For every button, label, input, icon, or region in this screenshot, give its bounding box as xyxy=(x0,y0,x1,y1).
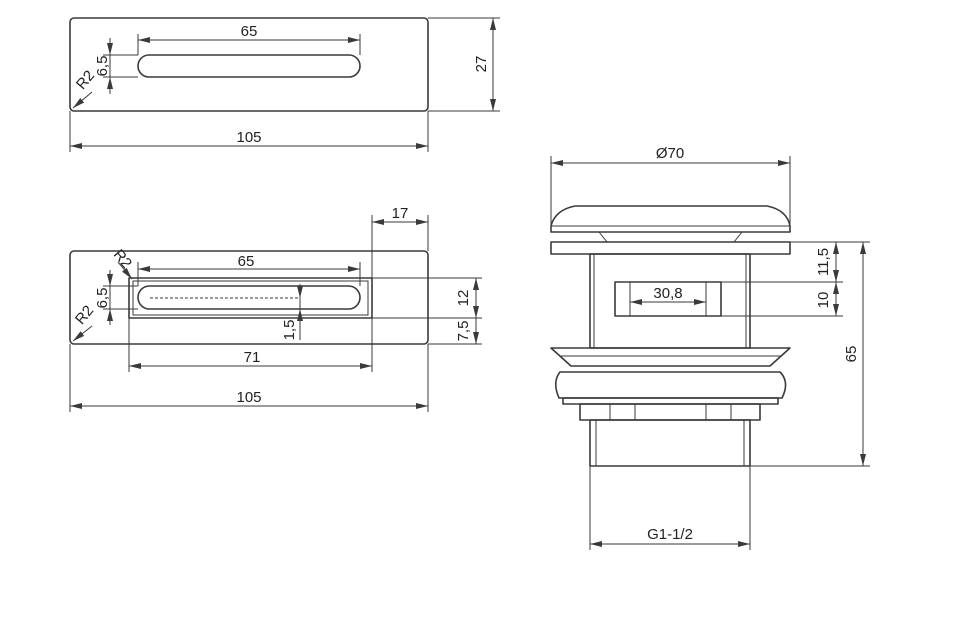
drain-cone-washer xyxy=(550,347,791,367)
top-length-label: 105 xyxy=(236,129,261,146)
side-slot-height-label: 10 xyxy=(815,292,832,309)
side-height-115-label: 11,5 xyxy=(815,248,832,276)
side-diameter-label: Ø70 xyxy=(656,145,684,162)
overflow-slot xyxy=(614,281,722,317)
drain-flange xyxy=(550,241,791,255)
section-slot xyxy=(137,285,361,310)
section-view: 17 65 R2 6,5 R2 1,5 12 7,5 xyxy=(69,205,482,412)
section-depth-label: 1,5 xyxy=(281,320,298,341)
section-frame-inner xyxy=(132,280,369,316)
section-slot-height-label: 6,5 xyxy=(94,288,111,309)
side-slot-width-label: 30,8 xyxy=(653,285,682,302)
dim-section-inner-radius-leader xyxy=(117,261,133,280)
side-thread-label: G1-1/2 xyxy=(647,526,693,543)
top-slot xyxy=(137,54,361,78)
top-width-label: 27 xyxy=(473,56,490,73)
section-frame xyxy=(128,277,373,319)
top-plate-outline xyxy=(69,17,429,112)
section-inner-radius-label: R2 xyxy=(110,246,135,272)
section-frame-length-label: 71 xyxy=(244,349,261,366)
top-slot-length-label: 65 xyxy=(241,23,258,40)
section-height-75-label: 7,5 xyxy=(455,321,472,342)
drain-lock-nut xyxy=(579,403,761,421)
section-offset-label: 17 xyxy=(392,205,409,222)
top-view: 65 6,5 R2 27 105 xyxy=(69,17,500,152)
section-slot-length-label: 65 xyxy=(238,253,255,270)
drain-nut xyxy=(554,371,787,399)
drain-cap xyxy=(550,205,791,233)
section-height-12-label: 12 xyxy=(455,290,472,307)
dim-top-radius-leader xyxy=(72,91,93,109)
drain-thread xyxy=(589,419,751,467)
section-length-label: 105 xyxy=(236,389,261,406)
section-plate-outline xyxy=(69,250,429,345)
dim-section-outer-radius-leader xyxy=(72,325,93,342)
side-view: Ø70 30,8 11,5 10 65 G1-1/2 xyxy=(550,145,870,550)
side-total-height-label: 65 xyxy=(843,346,860,363)
top-slot-height-label: 6,5 xyxy=(94,56,111,77)
drain-washer xyxy=(562,397,779,405)
